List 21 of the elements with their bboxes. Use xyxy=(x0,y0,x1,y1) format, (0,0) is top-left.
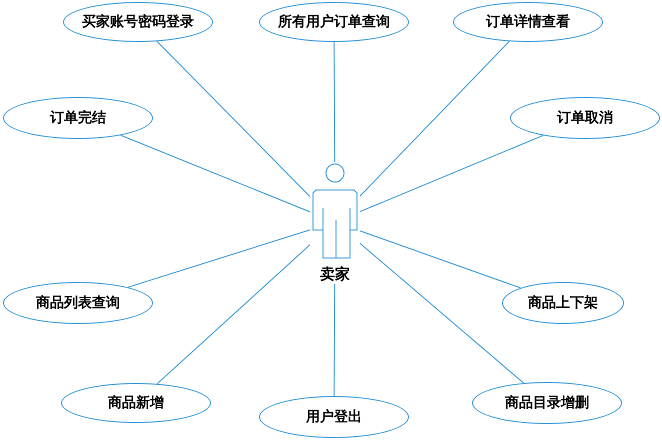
use-case-ellipse: 订单取消 xyxy=(510,97,660,139)
actor-label: 卖家 xyxy=(319,265,351,284)
use-case-ellipse: 所有用户订单查询 xyxy=(259,2,409,42)
connector-line xyxy=(360,230,522,288)
connector-line xyxy=(360,40,510,197)
connector-line xyxy=(127,229,310,288)
connector-line xyxy=(334,284,336,396)
use-case-ellipse: 商品目录增删 xyxy=(472,382,622,424)
use-case-ellipse: 用户登出 xyxy=(259,396,409,438)
connector-line xyxy=(156,244,310,384)
connector-line xyxy=(360,134,544,212)
connector-line xyxy=(156,40,310,198)
connector-line xyxy=(360,242,524,384)
use-case-ellipse: 订单完结 xyxy=(3,97,153,139)
connector-line xyxy=(120,134,310,212)
use-case-ellipse: 买家账号密码登录 xyxy=(63,2,213,42)
connector-line xyxy=(334,42,336,162)
use-case-ellipse: 商品列表查询 xyxy=(3,282,153,324)
use-case-ellipse: 订单详情查看 xyxy=(453,2,603,42)
use-case-ellipse: 商品新增 xyxy=(61,383,211,423)
use-case-ellipse: 商品上下架 xyxy=(502,282,624,324)
